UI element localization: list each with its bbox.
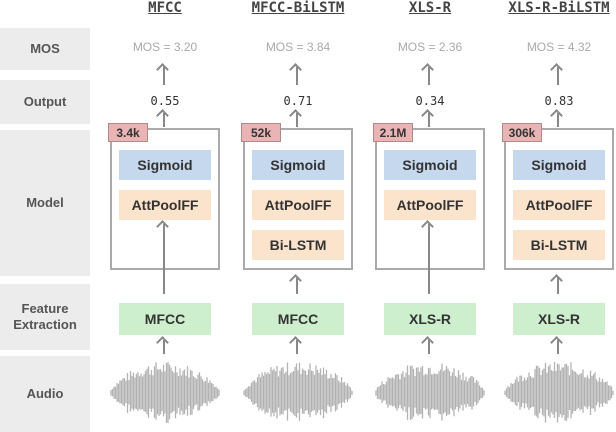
feature-extraction-block: XLS-R (513, 303, 605, 335)
attpoolff-layer: AttPoolFF (119, 190, 211, 220)
arrow-up-icon (428, 224, 430, 294)
sigmoid-layer: Sigmoid (252, 150, 344, 180)
arrow-up-icon (557, 67, 559, 85)
arrow-up-icon (296, 278, 298, 294)
param-count-badge: 2.1M (373, 123, 413, 142)
attpoolff-layer: AttPoolFF (513, 190, 605, 220)
attpoolff-layer: AttPoolFF (384, 190, 476, 220)
arrow-up-icon (296, 67, 298, 85)
sigmoid-layer: Sigmoid (513, 150, 605, 180)
row-label-feature-extraction: Feature Extraction (0, 284, 90, 350)
mos-value: MOS = 3.20 (132, 40, 198, 54)
row-label-feature-text: Feature Extraction (13, 301, 77, 334)
bilstm-layer: Bi-LSTM (252, 230, 344, 260)
param-count-badge: 52k (241, 123, 281, 142)
row-label-model-text: Model (26, 194, 64, 210)
arrow-up-icon (163, 224, 165, 294)
attpoolff-layer: AttPoolFF (252, 190, 344, 220)
arrow-up-icon (557, 278, 559, 294)
arrow-up-icon (296, 340, 298, 354)
row-label-output-text: Output (23, 93, 67, 109)
column-mfcc-bilstm: MFCC-BiLSTM MOS = 3.84 0.71 52k Sigmoid … (241, 0, 353, 432)
arrow-up-icon (163, 113, 165, 127)
feature-extraction-block: MFCC (119, 303, 211, 335)
param-count-badge: 3.4k (108, 123, 148, 142)
column-mfcc: MFCC MOS = 3.20 0.55 3.4k Sigmoid AttPoo… (108, 0, 220, 432)
feature-extraction-block: MFCC (252, 303, 344, 335)
audio-waveform-icon (504, 361, 614, 423)
arrow-up-icon (428, 340, 430, 354)
row-label-output: Output (0, 80, 90, 124)
output-value: 0.71 (283, 94, 313, 108)
bilstm-layer: Bi-LSTM (513, 230, 605, 260)
audio-waveform-icon (243, 362, 353, 421)
arrow-up-icon (557, 340, 559, 354)
audio-waveform-icon (375, 363, 485, 421)
mos-value: MOS = 4.32 (526, 40, 592, 54)
mos-value: MOS = 2.36 (397, 40, 463, 54)
column-title: MFCC (148, 0, 182, 16)
arrow-up-icon (557, 113, 559, 127)
column-title: XLS-R-BiLSTM (508, 0, 610, 16)
column-xls-r-bilstm: XLS-R-BiLSTM MOS = 4.32 0.83 306k Sigmoi… (502, 0, 614, 432)
arrow-up-icon (163, 340, 165, 354)
audio-waveform-icon (110, 362, 220, 424)
output-value: 0.83 (544, 94, 574, 108)
column-xls-r: XLS-R MOS = 2.36 0.34 2.1M Sigmoid AttPo… (373, 0, 485, 432)
column-title: MFCC-BiLSTM (251, 0, 345, 16)
arrow-up-icon (296, 113, 298, 127)
output-value: 0.34 (415, 94, 445, 108)
row-label-feature-line2: Extraction (13, 317, 77, 332)
row-label-audio: Audio (0, 356, 90, 432)
output-value: 0.55 (150, 94, 180, 108)
sigmoid-layer: Sigmoid (119, 150, 211, 180)
row-label-feature-line1: Feature (21, 300, 69, 316)
arrow-up-icon (428, 67, 430, 85)
mos-value: MOS = 3.84 (265, 40, 331, 54)
arrow-up-icon (428, 113, 430, 127)
column-title: XLS-R (408, 0, 452, 16)
row-label-mos-text: MOS (30, 40, 60, 56)
row-label-mos: MOS (0, 28, 90, 70)
param-count-badge: 306k (502, 123, 542, 142)
row-label-model: Model (0, 130, 90, 276)
sigmoid-layer: Sigmoid (384, 150, 476, 180)
row-label-audio-text: Audio (26, 385, 64, 401)
feature-extraction-block: XLS-R (384, 303, 476, 335)
arrow-up-icon (163, 67, 165, 85)
